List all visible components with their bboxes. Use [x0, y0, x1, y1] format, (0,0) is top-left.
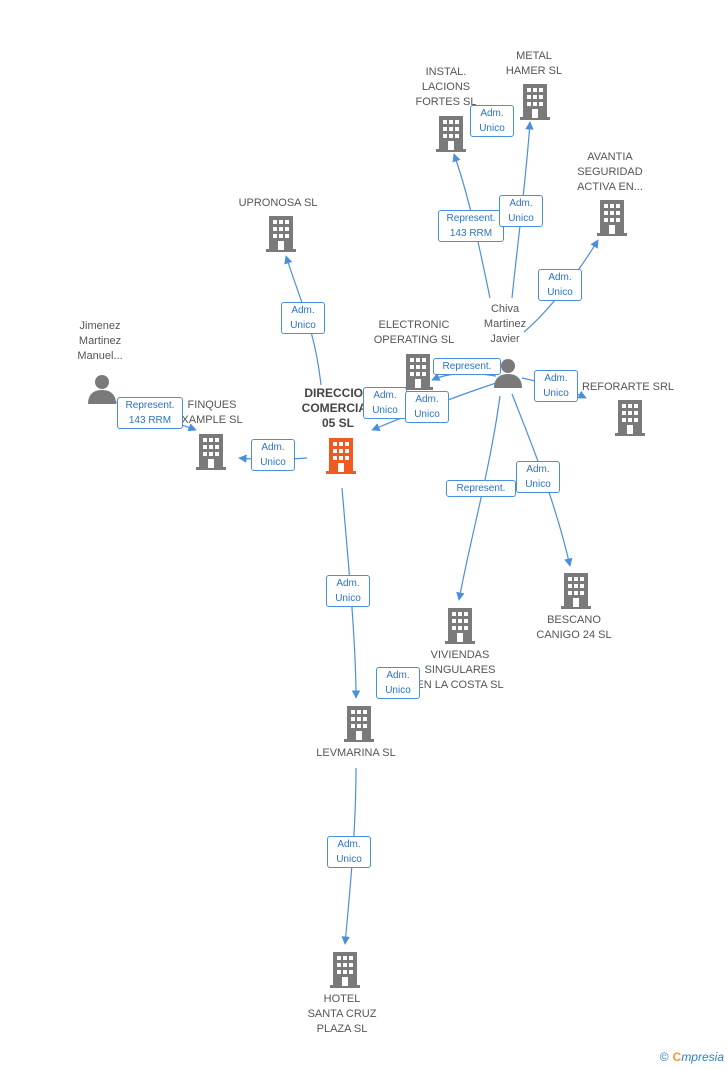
building-icon-metal[interactable] [520, 84, 550, 125]
node-label-upronosa: UPRONOSA SL [238, 197, 318, 209]
node-label-metal: METAL HAMER SL [505, 50, 563, 77]
building-icon-finques[interactable] [196, 434, 226, 475]
building-icon-avantia[interactable] [597, 200, 627, 241]
node-label-main: DIRECCION COMERCIAL 05 SL [301, 386, 375, 430]
tag-adm-hotel[interactable]: Adm. Unico [327, 836, 371, 868]
building-icon-levmarina[interactable] [344, 706, 374, 747]
node-label-avantia: AVANTIA SEGURIDAD ACTIVA EN... [577, 151, 643, 193]
node-label-instal: INSTAL. LACIONS FORTES SL [415, 66, 477, 108]
tag-represent-viviendas[interactable]: Represent. [446, 480, 516, 497]
tag-represent-jimenez[interactable]: Represent. 143 RRM [117, 397, 183, 429]
node-label-jimenez: Jimenez Martinez Manuel... [77, 320, 123, 362]
tag-adm-finques[interactable]: Adm. Unico [251, 439, 295, 471]
tag-adm-levmarina-2[interactable]: Adm. Unico [376, 667, 420, 699]
tag-adm-main-1[interactable]: Adm. Unico [363, 387, 407, 419]
person-icon-jimenez[interactable] [88, 374, 116, 409]
building-icon-main[interactable] [326, 438, 356, 479]
node-label-hotel: HOTEL SANTA CRUZ PLAZA SL [307, 993, 377, 1035]
copyright-icon: © [659, 1050, 669, 1064]
node-label-chiva: Chiva Martinez Javier [483, 303, 527, 345]
brand-initial: C [672, 1050, 682, 1064]
brand-name: mpresia [681, 1050, 724, 1064]
tag-adm-instal[interactable]: Adm. Unico [470, 105, 514, 137]
building-icon-bescano[interactable] [561, 573, 591, 614]
tag-adm-bescano[interactable]: Adm. Unico [516, 461, 560, 493]
tag-adm-avantia[interactable]: Adm. Unico [538, 269, 582, 301]
person-icon-chiva[interactable] [494, 358, 522, 393]
tag-adm-reforarte[interactable]: Adm. Unico [534, 370, 578, 402]
empresia-logo: ©Cmpresia [660, 1050, 724, 1064]
edge-chiva-viviendas [456, 395, 501, 601]
tag-represent-electronic[interactable]: Represent. [433, 358, 501, 375]
node-label-reforarte: REFORARTE SRL [581, 381, 675, 393]
building-icon-hotel[interactable] [330, 952, 360, 993]
building-icon-viviendas[interactable] [445, 608, 475, 649]
building-icon-upronosa[interactable] [266, 216, 296, 257]
tag-adm-main-2[interactable]: Adm. Unico [405, 391, 449, 423]
node-label-finques: FINQUES XAMPLE SL [181, 399, 243, 426]
node-label-bescano: BESCANO CANIGO 24 SL [536, 614, 612, 641]
tag-adm-upronosa[interactable]: Adm. Unico [281, 302, 325, 334]
node-label-viviendas: VIVIENDAS SINGULARES EN LA COSTA SL [416, 649, 504, 691]
building-icon-electronic[interactable] [403, 354, 433, 395]
node-label-levmarina: LEVMARINA SL [316, 747, 396, 759]
building-icon-instal[interactable] [436, 116, 466, 157]
tag-adm-metal[interactable]: Adm. Unico [499, 195, 543, 227]
building-icon-reforarte[interactable] [615, 400, 645, 441]
tag-adm-levmarina-1[interactable]: Adm. Unico [326, 575, 370, 607]
node-label-electronic: ELECTRONIC OPERATING SL [373, 319, 455, 346]
tag-represent-instal[interactable]: Represent. 143 RRM [438, 210, 504, 242]
